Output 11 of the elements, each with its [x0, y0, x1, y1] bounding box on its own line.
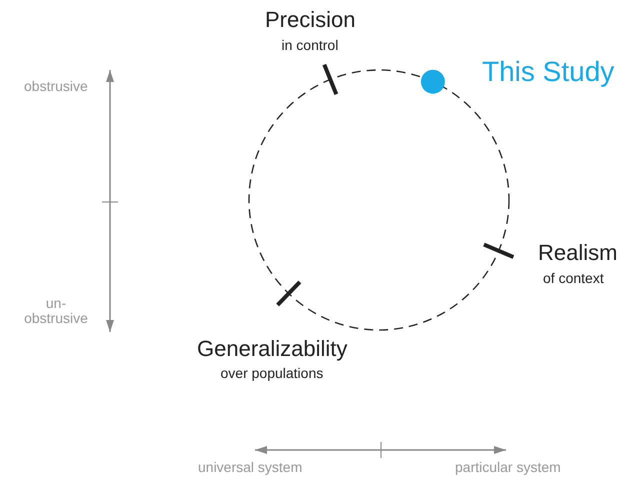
axis-label: particular system — [455, 460, 561, 475]
heading: Precision — [265, 8, 356, 32]
heading: Realism — [538, 241, 618, 266]
subheading: over populations — [220, 366, 324, 381]
axis-label: un- obstrusive — [23, 296, 89, 326]
axis-label: obstrusive — [24, 78, 88, 94]
axis-label: universal system — [198, 460, 302, 475]
subheading: of context — [543, 270, 604, 286]
subheading: in control — [282, 38, 338, 53]
heading: Generalizability — [197, 337, 348, 362]
study-label: This Study — [482, 56, 614, 88]
